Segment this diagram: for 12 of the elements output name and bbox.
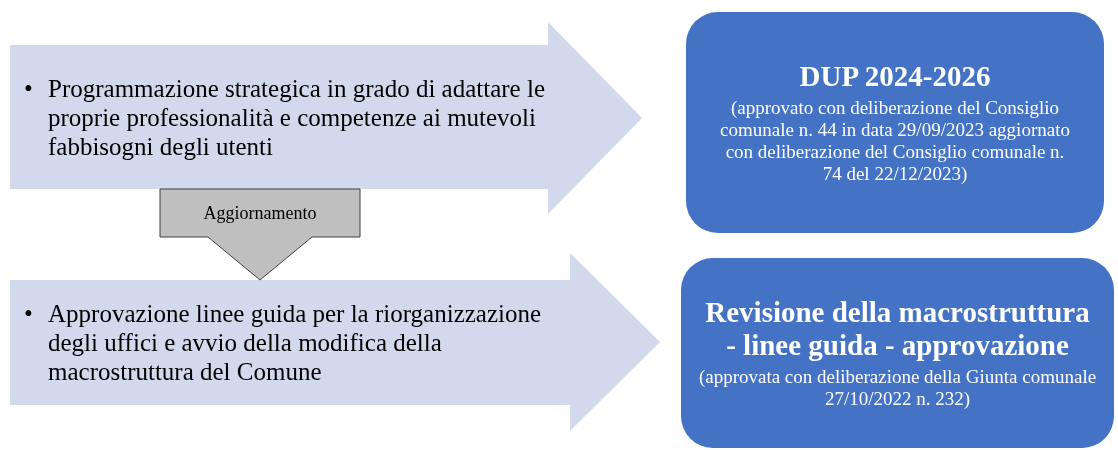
box-title: Revisione della macrostruttura - linee guida - approvazione bbox=[704, 296, 1091, 362]
box-note: (approvata con deliberazione della Giunta comunale 27/10/2022 n. 232) bbox=[697, 366, 1098, 410]
edge-label: Aggiornamento bbox=[203, 201, 317, 225]
box-note: (approvato con deliberazione del Consiglio comunale n. 44 in data 29/09/2023 aggiornato con deliberazione del Consiglio comunale n. 74 del 22/12/2023) bbox=[720, 97, 1070, 185]
bullet-marker: • bbox=[24, 73, 34, 103]
bullet-marker: • bbox=[24, 299, 34, 328]
rounded-box bbox=[681, 258, 1114, 448]
bullet-text: Approvazione linee guida per la riorganizzazione degli uffici e avvio della modifica della macrostruttura del Comune bbox=[48, 299, 543, 386]
bullet-text: Programmazione strategica in grado di adattare le proprie professionalità e competenze ai mutevoli fabbisogni degli utenti bbox=[48, 73, 546, 161]
block-arrow bbox=[159, 188, 361, 281]
box-title: DUP 2024-2026 bbox=[799, 60, 991, 93]
rounded-box bbox=[686, 12, 1104, 233]
